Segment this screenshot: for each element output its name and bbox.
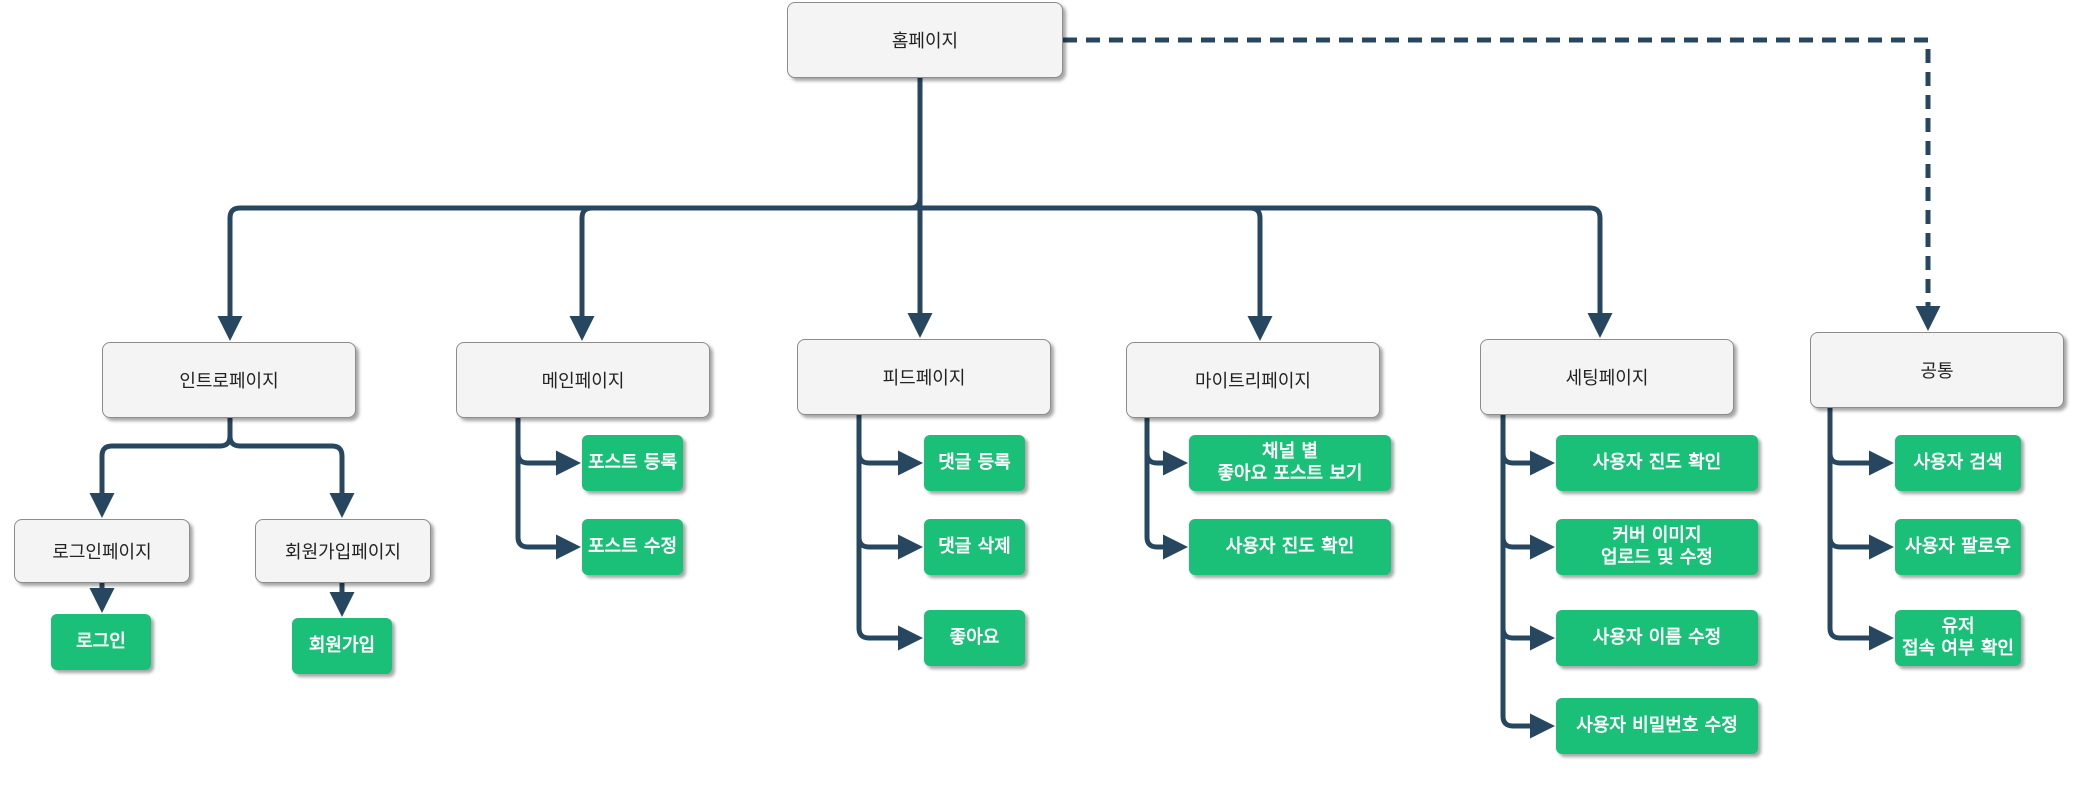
node-signup: 회원가입	[292, 618, 392, 674]
node-user-name-edit: 사용자 이름 수정	[1556, 610, 1758, 666]
node-like: 좋아요	[924, 610, 1025, 666]
edge-setting-cover-image	[1500, 453, 1555, 560]
edge-main-post-edit	[515, 453, 581, 560]
edge-common-user-follow	[1827, 453, 1894, 560]
node-cover-image: 커버 이미지 업로드 및 수정	[1556, 519, 1758, 575]
node-signup-page: 회원가입페이지	[255, 519, 431, 583]
node-user-online-check: 유저 접속 여부 확인	[1895, 610, 2021, 666]
edge-home-main	[569, 205, 920, 341]
edge-common-user-search	[1827, 408, 1894, 476]
edge-home-common	[1063, 37, 1941, 331]
edge-setting-user-name	[1500, 537, 1555, 651]
edge-main-post-register	[515, 418, 581, 476]
edge-setting-user-password	[1500, 628, 1555, 739]
node-post-register: 포스트 등록	[582, 435, 683, 491]
node-home: 홈페이지	[787, 2, 1063, 78]
node-user-follow: 사용자 팔로우	[1895, 519, 2021, 575]
node-intro-page: 인트로페이지	[102, 342, 356, 418]
edge-home-mytree	[920, 205, 1273, 341]
node-login: 로그인	[51, 614, 151, 670]
edge-intro-login	[89, 418, 233, 518]
node-user-search: 사용자 검색	[1895, 435, 2021, 491]
edge-mytree-channel-liked	[1144, 418, 1188, 476]
node-mytree-user-progress: 사용자 진도 확인	[1189, 519, 1391, 575]
edge-feed-like	[856, 537, 923, 651]
node-post-edit: 포스트 수정	[582, 519, 683, 575]
node-comment-delete: 댓글 삭제	[924, 519, 1025, 575]
edge-feed-comment-delete	[856, 453, 923, 560]
node-user-password-edit: 사용자 비밀번호 수정	[1556, 698, 1758, 754]
edge-intro-signup	[227, 435, 355, 518]
edge-mytree-user-progress	[1144, 453, 1188, 560]
node-setting-page: 세팅페이지	[1480, 339, 1734, 415]
edge-setting-user-progress	[1500, 415, 1555, 476]
node-channel-liked-posts: 채널 별 좋아요 포스트 보기	[1189, 435, 1391, 491]
node-setting-user-progress: 사용자 진도 확인	[1556, 435, 1758, 491]
node-common: 공통	[1810, 332, 2064, 408]
node-mytree-page: 마이트리페이지	[1126, 342, 1380, 418]
edge-common-online-check	[1827, 537, 1894, 651]
edge-home-setting	[920, 205, 1613, 338]
node-main-page: 메인페이지	[456, 342, 710, 418]
edge-feed-comment-register	[856, 415, 923, 476]
node-comment-register: 댓글 등록	[924, 435, 1025, 491]
node-feed-page: 피드페이지	[797, 339, 1051, 415]
node-login-page: 로그인페이지	[14, 519, 190, 583]
